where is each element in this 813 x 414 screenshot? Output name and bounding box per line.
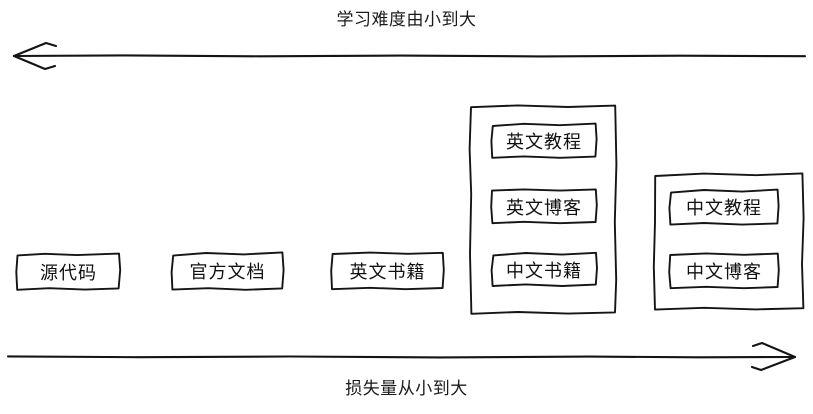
node-label-chinese-blog: 中文博客 — [686, 262, 762, 283]
node-label-english-blog: 英文博客 — [506, 197, 582, 219]
node-source-code[interactable]: 源代码 — [15, 252, 122, 291]
node-chinese-tutorial[interactable]: 中文教程 — [668, 188, 780, 226]
node-label-chinese-books: 中文书籍 — [506, 260, 582, 282]
bottom-axis-label: 损失量从小到大 — [345, 379, 468, 399]
group-box-english-resources[interactable]: 英文教程 英文博客 中文书籍 — [468, 104, 618, 315]
node-outline-icon — [668, 188, 780, 226]
node-label-english-tutorial: 英文教程 — [506, 131, 582, 153]
node-outline-icon — [668, 252, 780, 290]
node-outline-icon — [490, 122, 598, 159]
node-outline-icon — [170, 251, 285, 291]
loss-arrow-icon — [6, 341, 797, 372]
top-axis-label: 学习难度由小到大 — [336, 10, 477, 30]
group-box-chinese-resources[interactable]: 中文教程 中文博客 — [652, 172, 805, 311]
difficulty-arrow-icon — [12, 41, 807, 71]
node-outline-icon — [490, 251, 598, 287]
node-english-blog[interactable]: 英文博客 — [490, 188, 598, 225]
node-label-english-books: 英文书籍 — [349, 262, 426, 283]
node-outline-icon — [490, 188, 598, 225]
node-label-source-code: 源代码 — [40, 262, 97, 284]
node-label-chinese-tutorial: 中文教程 — [686, 198, 762, 219]
node-label-official-docs: 官方文档 — [189, 262, 266, 283]
node-official-docs[interactable]: 官方文档 — [170, 251, 285, 291]
node-chinese-blog[interactable]: 中文博客 — [668, 252, 780, 290]
node-outline-icon — [330, 251, 445, 291]
node-english-books[interactable]: 英文书籍 — [330, 251, 445, 291]
node-chinese-books[interactable]: 中文书籍 — [490, 251, 598, 288]
node-outline-icon — [15, 252, 122, 291]
node-english-tutorial[interactable]: 英文教程 — [490, 122, 598, 159]
